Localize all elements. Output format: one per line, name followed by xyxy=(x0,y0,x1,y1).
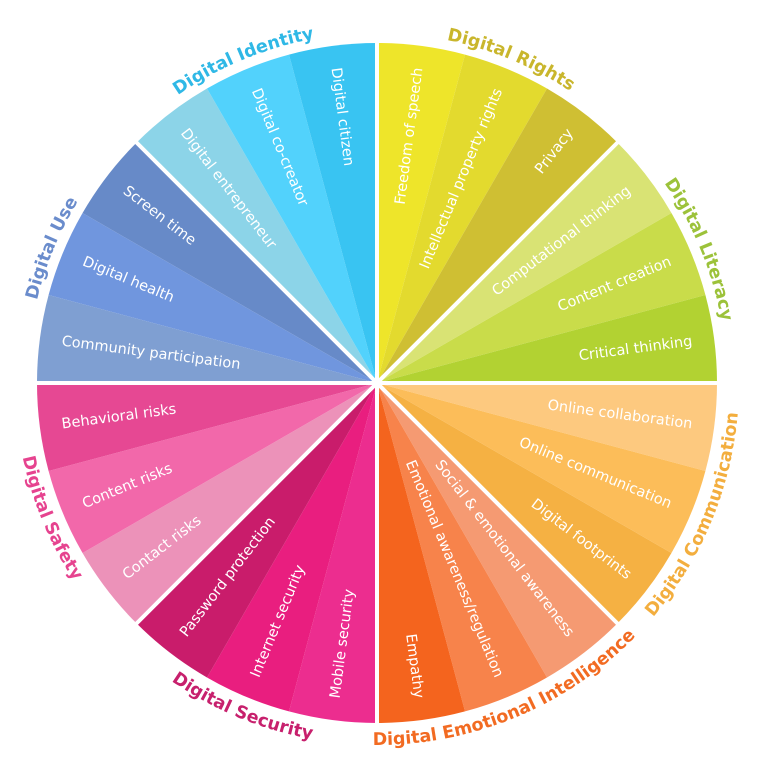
divider-layer xyxy=(36,42,718,724)
wedge-contact-risks xyxy=(82,383,377,624)
wedge-empathy xyxy=(377,383,465,723)
wedge-password-protection xyxy=(136,383,377,678)
category-divider xyxy=(375,381,620,626)
wedge-intellectual-property-rights xyxy=(377,54,547,384)
wedge-online-communication xyxy=(377,383,706,553)
wedge-freedom-of-speech xyxy=(377,43,465,383)
wedge-digital-citizen xyxy=(289,43,377,383)
wedge-screen-time xyxy=(82,142,377,383)
wedge-online-collaboration xyxy=(377,383,717,471)
wedge-digital-co-creator xyxy=(207,54,377,384)
wedge-digital-footprints xyxy=(377,383,672,624)
wedge-social-emotional-awareness xyxy=(377,383,618,678)
wedge-behavioral-risks xyxy=(37,383,377,471)
category-divider xyxy=(134,140,379,385)
category-divider xyxy=(134,381,379,626)
wedge-critical-thinking xyxy=(377,295,717,383)
wedge-digital-entrepreneur xyxy=(136,88,377,383)
wedge-computational-thinking xyxy=(377,142,672,383)
wedge-mobile-security xyxy=(289,383,377,723)
wedge-emotional-awareness-regulation xyxy=(377,383,547,712)
wedge-privacy xyxy=(377,88,618,383)
category-divider xyxy=(375,140,620,385)
wedge-digital-health xyxy=(48,213,378,383)
wedge-content-creation xyxy=(377,213,706,383)
wedge-layer xyxy=(37,43,717,723)
wedge-community-participation xyxy=(37,295,377,383)
wedge-content-risks xyxy=(48,383,378,553)
wedge-internet-security xyxy=(207,383,377,712)
